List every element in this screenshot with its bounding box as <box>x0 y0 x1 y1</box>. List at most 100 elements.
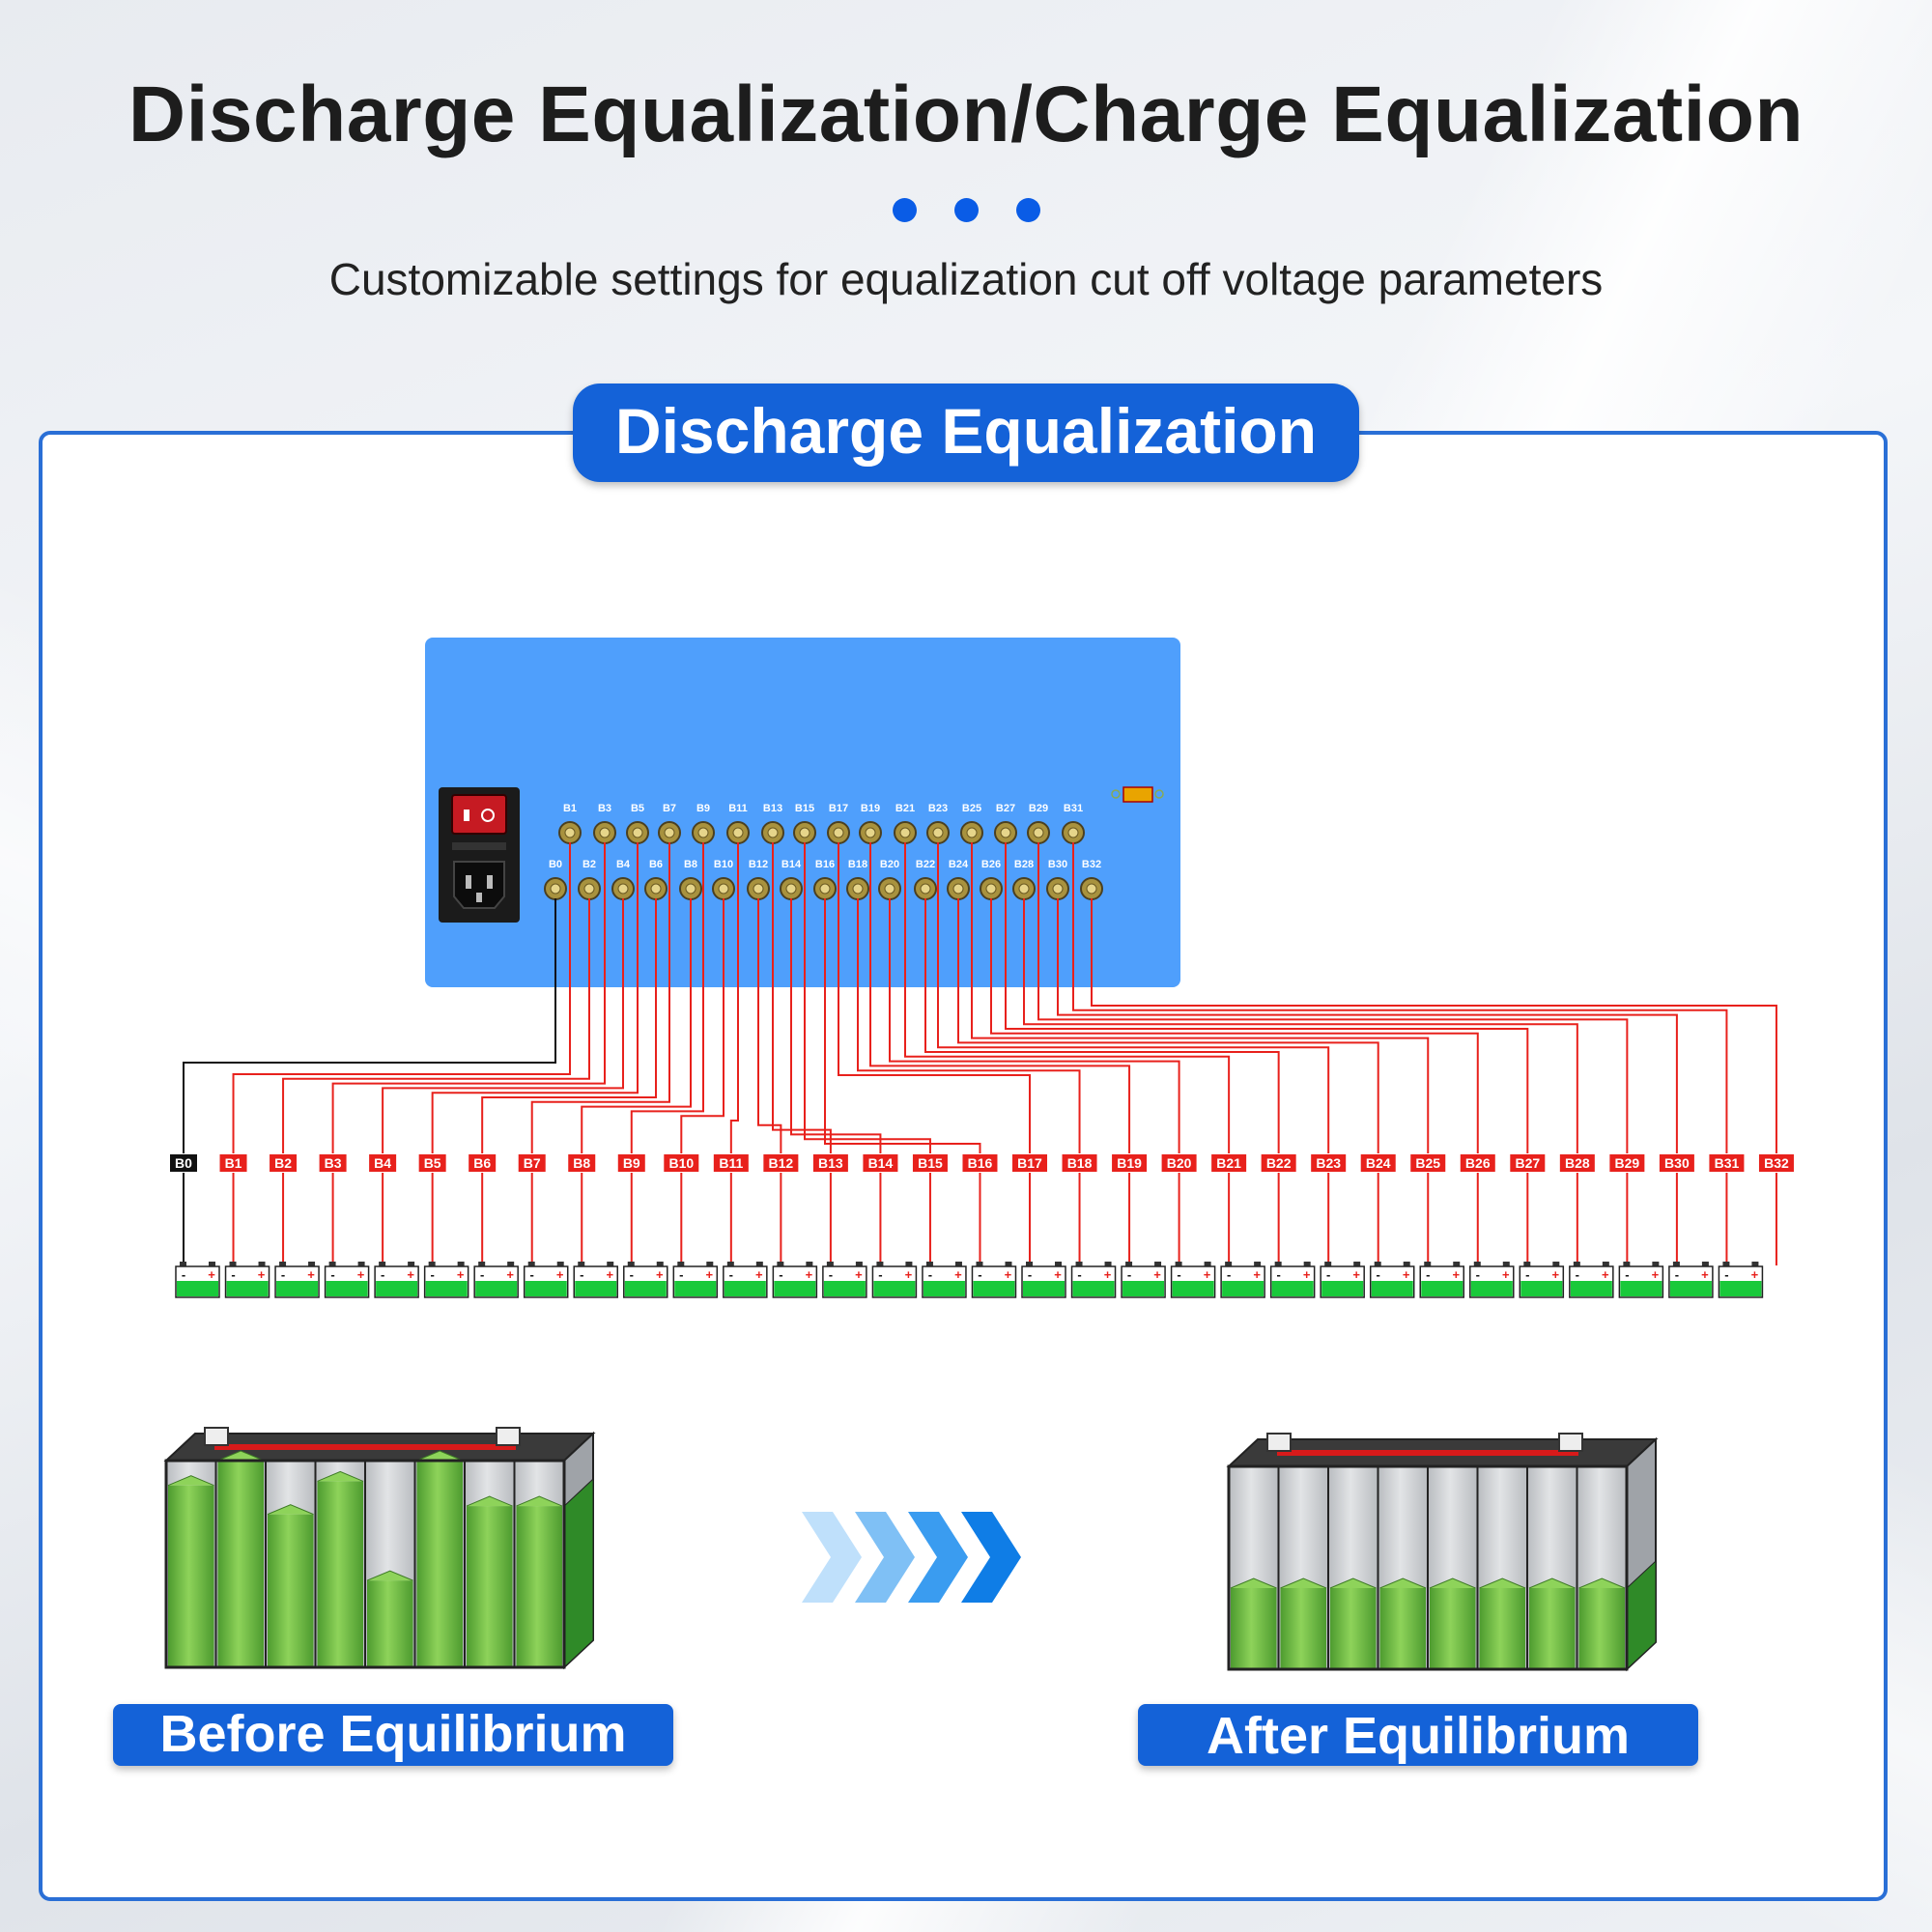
cell-terminal-plus <box>1353 1262 1361 1266</box>
terminal-screw-head-icon <box>767 827 779 838</box>
terminal-screw-head-icon <box>664 827 675 838</box>
dc-port-icon <box>1122 786 1153 803</box>
cell-terminal-minus <box>328 1262 336 1266</box>
cell-terminal-minus <box>527 1262 535 1266</box>
wire-label-text: B28 <box>1565 1155 1590 1171</box>
battery-cell-fill <box>724 1281 766 1296</box>
cell-minus-sign: - <box>182 1267 185 1282</box>
cell-plus-sign: + <box>1452 1267 1460 1282</box>
battery-cell-charge <box>1430 1588 1476 1669</box>
wire-label-tag <box>270 1154 298 1172</box>
wire-label-text: B20 <box>1167 1155 1192 1171</box>
battery-cell-fill <box>1719 1281 1762 1296</box>
terminal-screw-head-icon <box>718 883 729 895</box>
terminal-screw-head-icon <box>1086 883 1097 895</box>
battery-cell-fill <box>873 1281 916 1296</box>
cell-minus-sign: - <box>1227 1267 1231 1282</box>
terminal-label: B29 <box>1029 803 1048 814</box>
terminal-screw-head-icon <box>1018 883 1030 895</box>
wire-label-text: B24 <box>1366 1155 1391 1171</box>
terminal-label: B15 <box>795 803 814 814</box>
battery-cell-charge-top <box>317 1470 364 1482</box>
battery-cell-charge-top <box>1429 1577 1476 1589</box>
cell-terminal-minus <box>578 1262 585 1266</box>
wire-label-tag <box>170 1154 197 1172</box>
ac-socket-icon <box>453 861 505 909</box>
wire-label-tag <box>1659 1154 1694 1172</box>
terminal-label: B4 <box>616 859 631 870</box>
wire-label-tag <box>863 1154 898 1172</box>
terminal-label: B8 <box>684 859 697 870</box>
battery-cell-fill <box>525 1281 567 1296</box>
wire-label-text: B23 <box>1316 1155 1341 1171</box>
terminal-screw-head-icon <box>753 883 764 895</box>
cell-terminal-minus <box>1573 1262 1580 1266</box>
cell-terminal-plus <box>1552 1262 1560 1266</box>
battery-cell-fill <box>624 1281 667 1296</box>
battery-cell-charge <box>168 1485 214 1667</box>
cell-terminal-plus <box>507 1262 515 1266</box>
battery-cell-fill <box>1072 1281 1115 1296</box>
wire-label-text: B5 <box>424 1155 441 1171</box>
terminal-screw-head-icon <box>966 827 978 838</box>
power-switch-icon <box>451 794 507 835</box>
wire-label-tag <box>1211 1154 1247 1172</box>
cell-terminal-minus <box>1324 1262 1332 1266</box>
terminal-screw-head-icon <box>985 883 997 895</box>
cell-terminal-minus <box>1175 1262 1182 1266</box>
wire <box>924 898 1280 1265</box>
cell-plus-sign: + <box>706 1267 714 1282</box>
socket-pin-icon <box>487 875 493 889</box>
battery-plus-terminal-icon <box>204 1427 229 1446</box>
wire-label-tag <box>1609 1154 1645 1172</box>
cell-terminal-minus <box>627 1262 635 1266</box>
wire-label-text: B4 <box>374 1155 391 1171</box>
cell-terminal-minus <box>1225 1262 1233 1266</box>
wire-label-tag <box>1758 1154 1794 1172</box>
dot-icon <box>1015 198 1040 222</box>
battery-cell-fill <box>226 1281 269 1296</box>
wire-label-tag <box>1261 1154 1296 1172</box>
cell-terminal-minus <box>478 1262 486 1266</box>
cell-terminal-plus <box>1602 1262 1609 1266</box>
battery-cell-charge-top <box>366 1570 413 1581</box>
battery-cell-fill <box>823 1281 866 1296</box>
cell-terminal-minus <box>180 1262 186 1266</box>
cell-plus-sign: + <box>506 1267 514 1282</box>
terminal-label: B24 <box>949 859 969 870</box>
wire <box>581 898 692 1265</box>
cell-minus-sign: - <box>679 1267 683 1282</box>
cell-terminal-plus <box>855 1262 863 1266</box>
wire <box>838 842 1032 1265</box>
cell-plus-sign: + <box>208 1267 215 1282</box>
cell-plus-sign: + <box>1352 1267 1360 1282</box>
cell-terminal-minus <box>1374 1262 1381 1266</box>
wire <box>889 898 1180 1265</box>
cell-plus-sign: + <box>357 1267 365 1282</box>
section-title: Discharge Equalization <box>573 384 1359 482</box>
terminal-label: B9 <box>696 803 710 814</box>
wire <box>481 898 657 1265</box>
terminal-label: B21 <box>895 803 915 814</box>
battery-cell-charge <box>1529 1588 1576 1669</box>
indicator-led-icon <box>1111 789 1121 799</box>
cell-terminal-plus <box>258 1262 266 1266</box>
cell-plus-sign: + <box>1253 1267 1261 1282</box>
cell-plus-sign: + <box>258 1267 266 1282</box>
battery-plus-terminal-icon <box>1266 1433 1292 1452</box>
wire-label-tag <box>1410 1154 1446 1172</box>
terminal-label: B19 <box>861 803 880 814</box>
terminal-screw-head-icon <box>1052 883 1064 895</box>
cell-minus-sign: - <box>829 1267 833 1282</box>
battery-cell-fill <box>575 1281 617 1296</box>
cell-plus-sign: + <box>806 1267 813 1282</box>
wire <box>680 898 724 1265</box>
wire-label-text: B17 <box>1017 1155 1042 1171</box>
battery-cell-charge-top <box>466 1495 513 1507</box>
wire-label-tag <box>319 1154 347 1172</box>
battery-cell-charge <box>416 1461 463 1667</box>
cell-minus-sign: - <box>381 1267 384 1282</box>
wire-label-tag <box>219 1154 247 1172</box>
chevron-arrows-icon <box>802 1512 1021 1603</box>
